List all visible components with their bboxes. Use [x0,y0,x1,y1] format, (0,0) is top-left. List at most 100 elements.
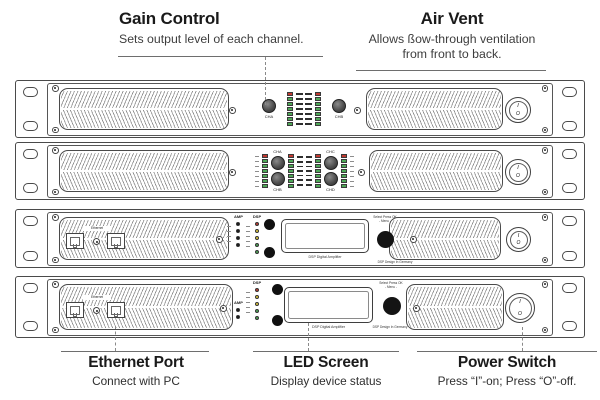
function-button-up [264,219,275,230]
screw [541,256,548,263]
callout-desc-ethernet-port: Connect with PC [92,373,180,388]
leader-line-gain [265,57,266,105]
power-on-glyph: I [519,298,521,305]
knob-label: CHA [273,149,282,154]
power-off-glyph: O [516,111,520,117]
screen-caption: DSP Digital Amplifier [308,255,342,259]
screw [413,305,420,312]
screw [541,188,548,195]
menu-encoder-knob [383,297,401,315]
gain-knob-chb [332,99,346,114]
gain-knob-chd [323,172,338,186]
air-vent-grille-right [366,88,503,130]
vent-hatch [408,308,502,328]
callout-power-switch: Power Switch Press “I”-on; Press “O”-off… [413,354,600,388]
rack-mount-hole [23,251,38,261]
function-button-down [264,247,275,258]
amp-status-column: AMP [234,215,243,247]
gain-knob-chc [323,156,338,170]
air-vent-grille-right [406,284,504,330]
rack-mount-hole [23,321,38,331]
ethernet-port-2 [107,233,125,249]
vent-hatch [61,152,227,170]
power-off-glyph: O [516,240,521,246]
rack-mount-hole [562,121,577,131]
screw [410,236,417,243]
air-vent-grille-left [59,150,229,192]
vent-hatch [61,286,231,306]
callout-underline-air-vent [356,70,546,71]
vent-hatch [61,219,227,238]
rack-mount-hole [23,183,38,193]
ethernet-label: Ethernet [83,295,111,301]
power-on-glyph: I [517,102,519,109]
dsp-header: DSP [252,280,262,285]
callout-desc-led-screen: Display device status [270,373,382,388]
power-on-glyph: I [517,232,520,239]
callout-ethernet-port: Ethernet Port Connect with PC [61,354,211,388]
vent-hatch [368,90,501,108]
faceplate [47,82,553,136]
callout-title-led-screen: LED Screen [283,354,369,371]
ethernet-port-1 [66,233,84,249]
rack-mount-hole [562,216,577,226]
dsp-amp-panel-1: Ethernet AMP DSP DSP Digital Amplifier S… [15,209,585,268]
screw [229,107,236,114]
callout-underline-gain [118,56,323,57]
screw [541,214,548,221]
led-screen-inner [285,223,365,249]
knob-label: CHB [334,113,344,119]
ethernet-port-1 [66,302,84,318]
air-vent-grille-right [369,150,503,192]
leader-line-ethernet [115,326,116,351]
dsp-amp-panel-2: Ethernet AMP DSP DSP Digital Amplifier S… [15,276,585,338]
callout-title-ethernet-port: Ethernet Port [88,354,184,371]
screw [52,85,59,92]
led-screen-inner [288,291,369,319]
screw [541,126,548,133]
callout-desc-gain-control: Sets output level of each channel. [119,31,304,46]
callout-desc-air-vent-line1: Allows ßow-through ventilation [368,31,536,46]
led-level-meter [261,154,268,188]
vent-hatch [371,152,501,170]
dsp-status-leds [255,287,259,320]
rack-mount-hole [562,183,577,193]
rack-mount-hole [23,121,38,131]
vent-hatch [371,172,501,190]
screw [52,126,59,133]
callout-air-vent: Air Vent Allows ßow-through ventilation … [340,9,564,62]
callout-overline-ethernet [61,351,209,352]
ethernet-label: Ethernet [83,226,111,232]
gain-knob-group-cd: CHC CHD [323,149,338,192]
encoder-caption-line1: Select Press OK [373,215,397,219]
menu-buttons [272,284,283,326]
screw [220,305,227,312]
knob-label: CHC [326,149,335,154]
menu-buttons [264,219,275,258]
screw [52,188,59,195]
gain-knob-cha [270,156,285,170]
dsp-status-column: DSP [253,281,261,320]
rack-mount-hole [562,321,577,331]
encoder-caption: Select Press OK - Menu - [368,281,414,289]
vent-hatch [61,172,227,190]
encoder-caption-line2: - Menu - [385,285,397,290]
indicator-ticks [227,224,231,244]
leader-line-power [522,327,523,351]
ethernet-port-2 [107,302,125,318]
screw [358,169,365,176]
callout-title-power-switch: Power Switch [457,354,557,371]
rack-mount-hole [23,283,38,293]
screw [541,147,548,154]
knob-label: CHD [326,187,335,192]
callout-overline-power [417,351,597,352]
status-indicator-block: AMP DSP [234,281,261,320]
reset-button [93,238,100,245]
callout-led-screen: LED Screen Display device status [251,354,401,388]
